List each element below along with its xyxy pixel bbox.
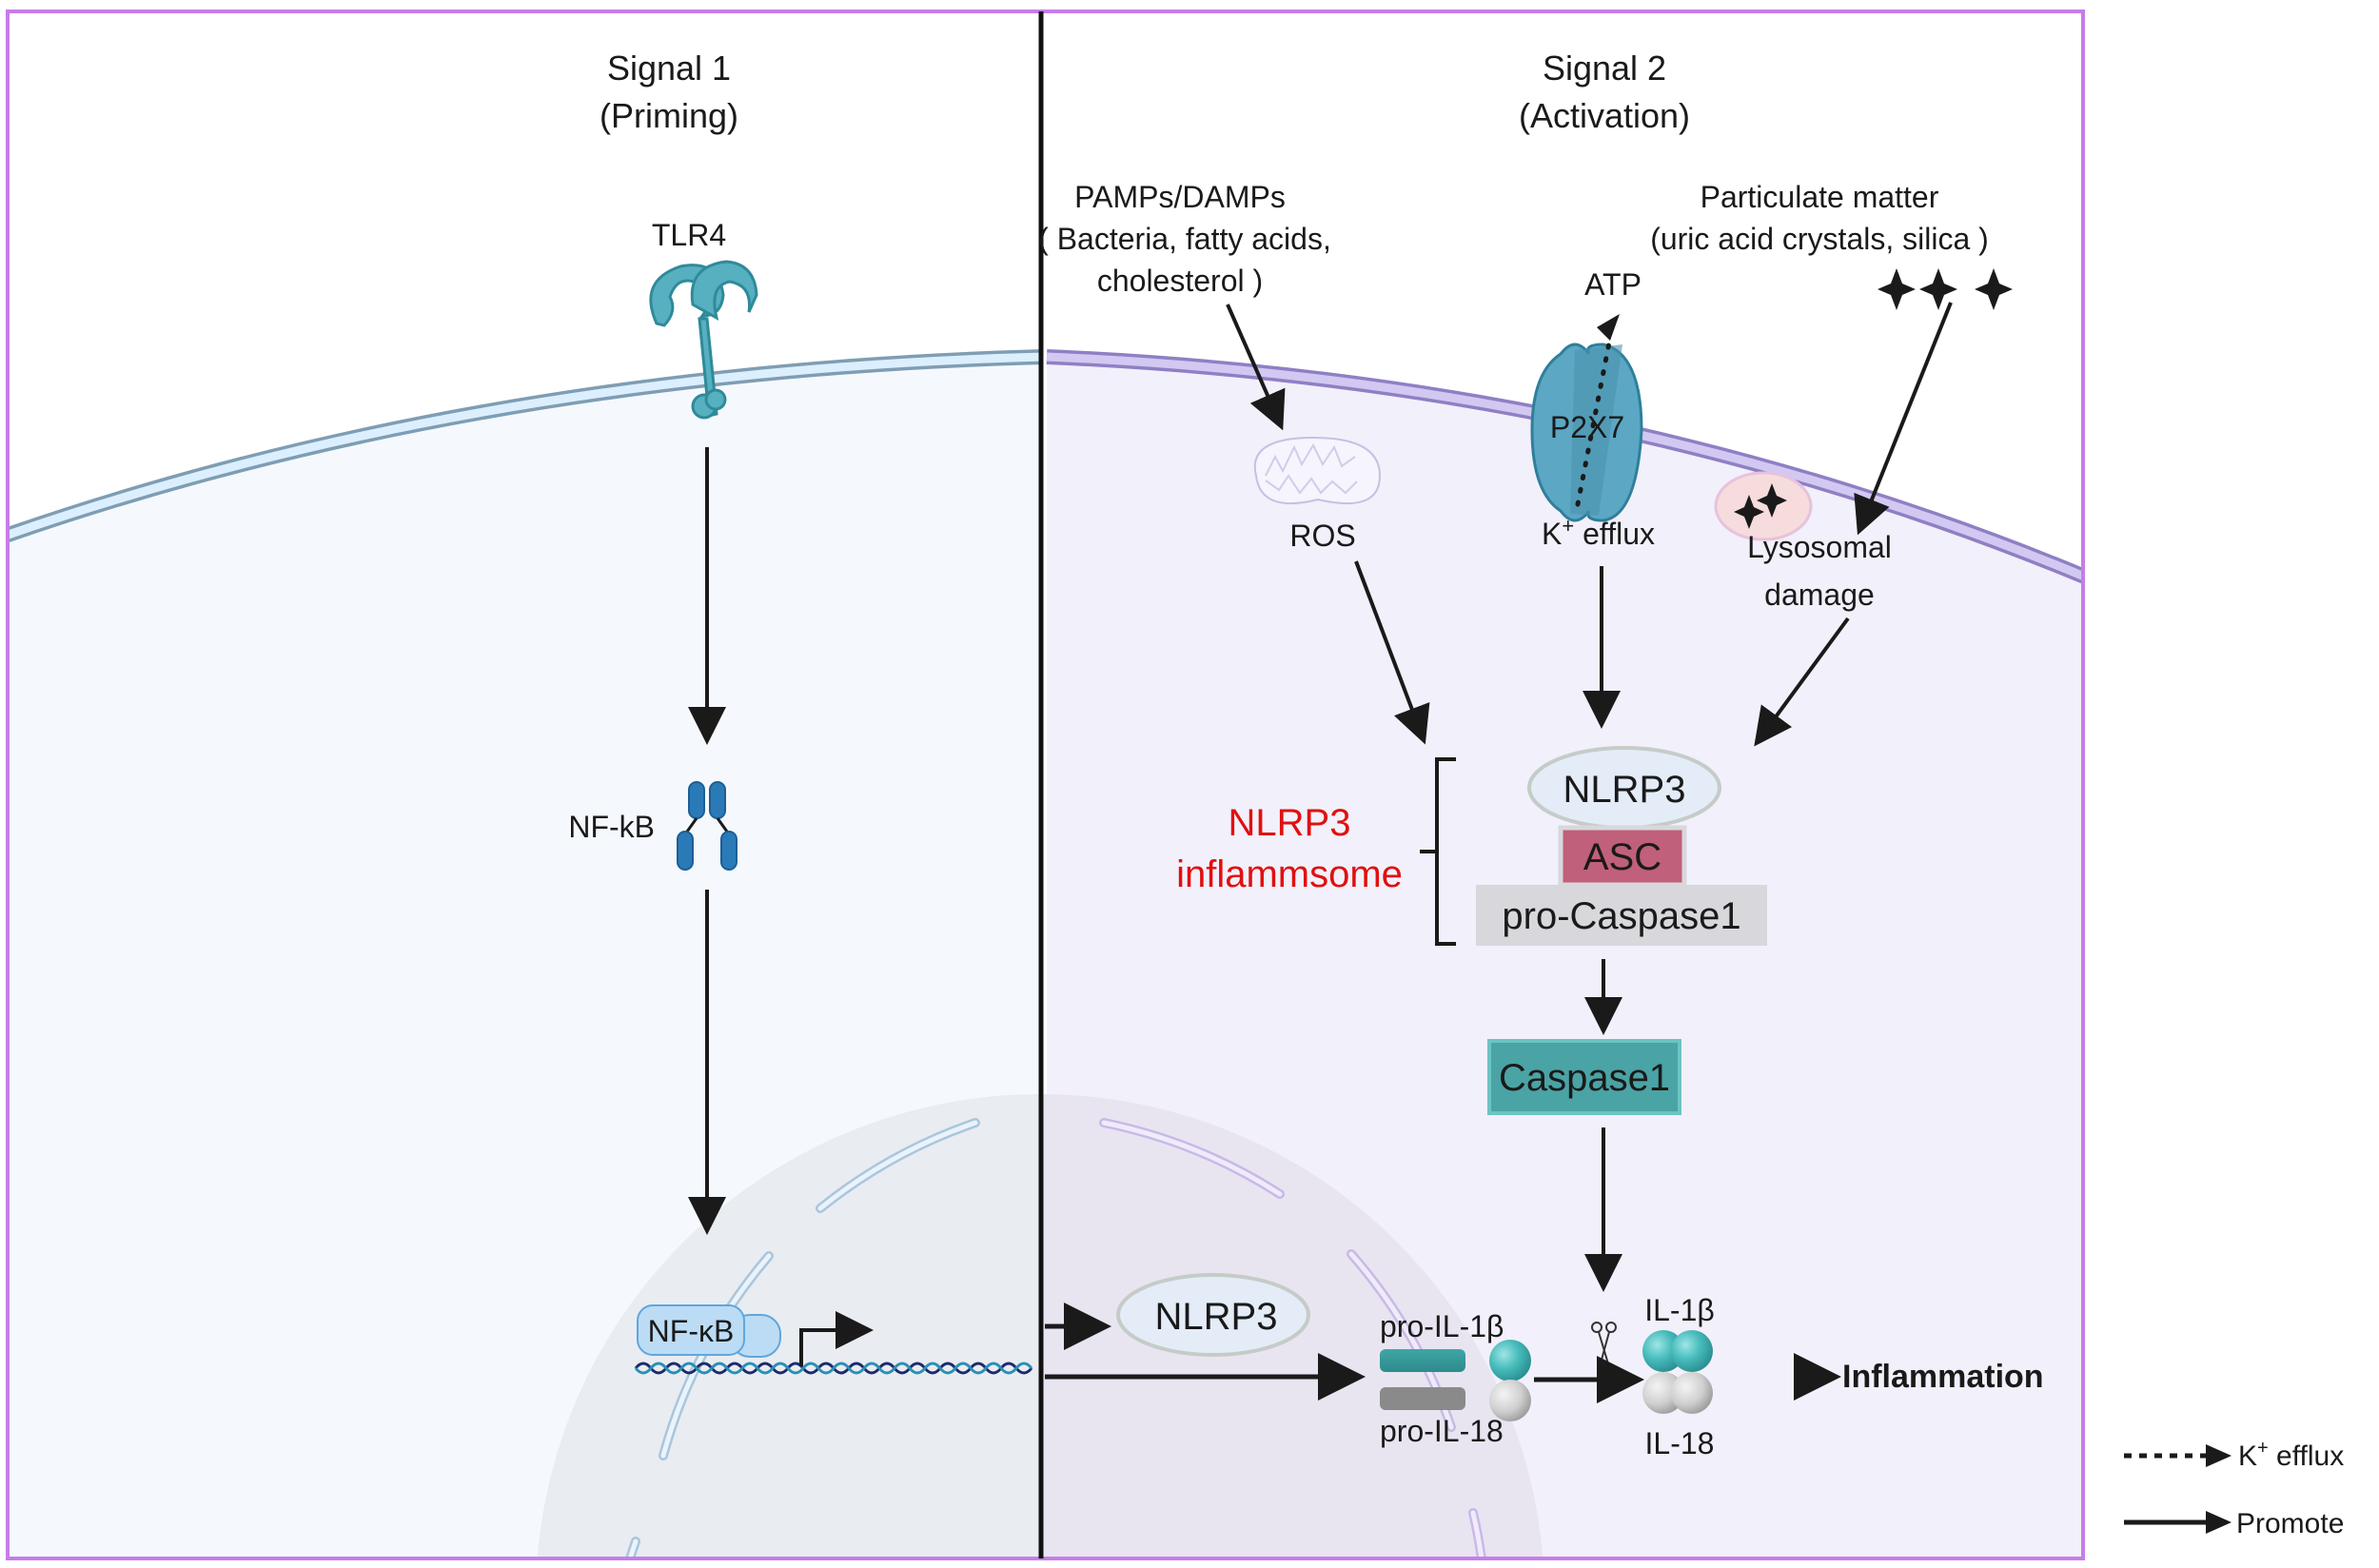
arrow-ros-to-inflammasome	[1354, 560, 1430, 745]
nfkb-dimer-icon	[677, 781, 737, 871]
particulate-label-line2: (uric acid crystals, silica )	[1650, 222, 1989, 256]
legend: K+ efflux Promote	[2124, 1438, 2344, 1539]
lysosome-icon	[1714, 471, 1813, 541]
atp-label: ATP	[1584, 267, 1642, 302]
caspase1-label: Caspase1	[1499, 1057, 1670, 1099]
caspase1-node	[1487, 1039, 1681, 1115]
crystal-icons	[1878, 268, 2013, 310]
nlrp3-transcript-node	[1116, 1273, 1310, 1357]
il1b-label: IL-1β	[1644, 1293, 1715, 1327]
il18-label: IL-18	[1645, 1426, 1715, 1460]
signal1-panel	[8, 349, 1040, 1558]
legend-k-efflux-label: K+ efflux	[2238, 1438, 2344, 1472]
k-efflux-dotted-path	[1575, 335, 1613, 507]
inflammasome-label-line2: inflammsome	[1176, 853, 1403, 895]
dna-strand-icon	[634, 1362, 1033, 1375]
pro-il1b-bar	[1380, 1349, 1465, 1372]
lysosomal-damage-line2: damage	[1764, 578, 1875, 612]
pro-il1b-label: pro-IL-1β	[1380, 1309, 1504, 1343]
pro-caspase1-label: pro-Caspase1	[1502, 895, 1740, 937]
pamps-label-line2: ( Bacteria, fatty acids,	[1038, 222, 1331, 256]
transcription-start-arrow	[799, 1311, 874, 1366]
p2x7-channel-icon	[1530, 314, 1643, 522]
arrow-lysosome-to-nlrp3	[1754, 617, 1850, 747]
nlrp3-transcript-label: NLRP3	[1155, 1296, 1278, 1338]
mitochondrion-icon	[1253, 436, 1382, 505]
k-efflux-label: K+ efflux	[1542, 514, 1655, 551]
ros-label: ROS	[1289, 519, 1355, 553]
pamps-label-line1: PAMPs/DAMPs	[1074, 180, 1286, 214]
lysosomal-damage-line1: Lysosomal	[1747, 530, 1892, 564]
pro-il18-bar	[1380, 1387, 1465, 1410]
nfkb-label: NF-kB	[568, 810, 655, 844]
nlrp3-node-label: NLRP3	[1563, 769, 1686, 811]
arrow-pamps-to-mitochondria	[1226, 304, 1286, 431]
particulate-label-line1: Particulate matter	[1701, 180, 1939, 214]
pro-il18-label: pro-IL-18	[1380, 1414, 1504, 1448]
tlr4-label: TLR4	[652, 218, 726, 252]
pro-il18-ball	[1489, 1380, 1531, 1421]
atp-arrowhead	[1597, 314, 1620, 341]
il1b-ball-2	[1671, 1330, 1713, 1372]
pro-caspase1-node	[1476, 885, 1767, 946]
signal2-title: Signal 2	[1543, 49, 1666, 88]
il18-ball-2	[1671, 1372, 1713, 1414]
inflammasome-label-line1: NLRP3	[1229, 802, 1351, 844]
asc-node	[1558, 825, 1687, 888]
inflammation-label: Inflammation	[1842, 1359, 2044, 1395]
signal1-title: Signal 1	[607, 49, 731, 88]
signal1-subtitle: (Priming)	[600, 96, 738, 135]
asc-node-label: ASC	[1583, 836, 1661, 878]
legend-promote-label: Promote	[2236, 1508, 2344, 1539]
pamps-label-line3: cholesterol )	[1097, 264, 1263, 298]
inflammasome-bracket	[1420, 757, 1456, 946]
p2x7-label: P2X7	[1550, 410, 1624, 444]
signal2-subtitle: (Activation)	[1519, 96, 1690, 135]
figure-frame	[6, 10, 2085, 1560]
pro-il1b-ball	[1489, 1340, 1531, 1382]
arrow-particulate-to-lysosome	[1854, 302, 1953, 536]
tlr4-receptor-icon	[649, 260, 758, 420]
nfkb-bound-icon	[637, 1304, 781, 1358]
nfkb-nuclear-label: NF-κB	[648, 1314, 735, 1348]
